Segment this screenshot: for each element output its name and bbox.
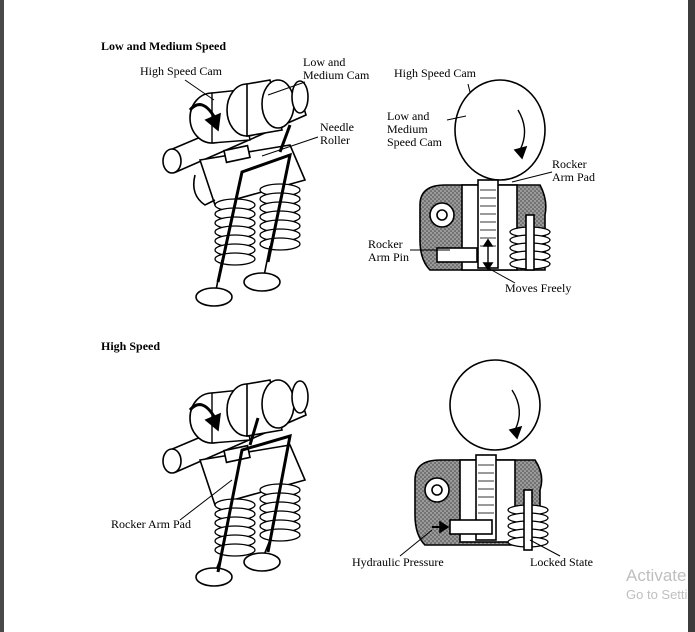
bottom-left-assembly [162,379,309,587]
label-high-speed-cam-right: High Speed Cam [394,66,476,80]
activate-windows-watermark: Activate Go to Settings [626,566,688,604]
label-hydraulic-pressure: Hydraulic Pressure [352,555,444,569]
label-locked-state: Locked State [530,555,593,569]
watermark-line-2: Go to Settings [626,587,688,602]
watermark-line-1: Activate [626,566,687,585]
section-heading-low-medium-speed: Low and Medium Speed [101,39,227,53]
window-left-border [0,0,4,632]
label-moves-freely: Moves Freely [505,281,572,295]
section-heading-high-speed: High Speed [101,339,161,353]
bottom-right-section [399,359,561,557]
label-rocker-arm-pad-bottom: Rocker Arm Pad [111,517,191,531]
top-right-section [410,79,553,284]
top-left-assembly [162,79,319,307]
label-rocker-arm-pad-top: Rocker Arm Pad [552,157,595,184]
label-low-medium-cam: Low and Medium Cam [303,55,370,82]
label-low-medium-speed-cam: Low and Medium Speed Cam [387,109,442,149]
label-needle-roller: Needle Roller [320,120,354,147]
label-high-speed-cam-left: High Speed Cam [140,64,222,78]
label-rocker-arm-pin: Rocker Arm Pin [368,237,410,264]
window-right-border [688,0,695,632]
